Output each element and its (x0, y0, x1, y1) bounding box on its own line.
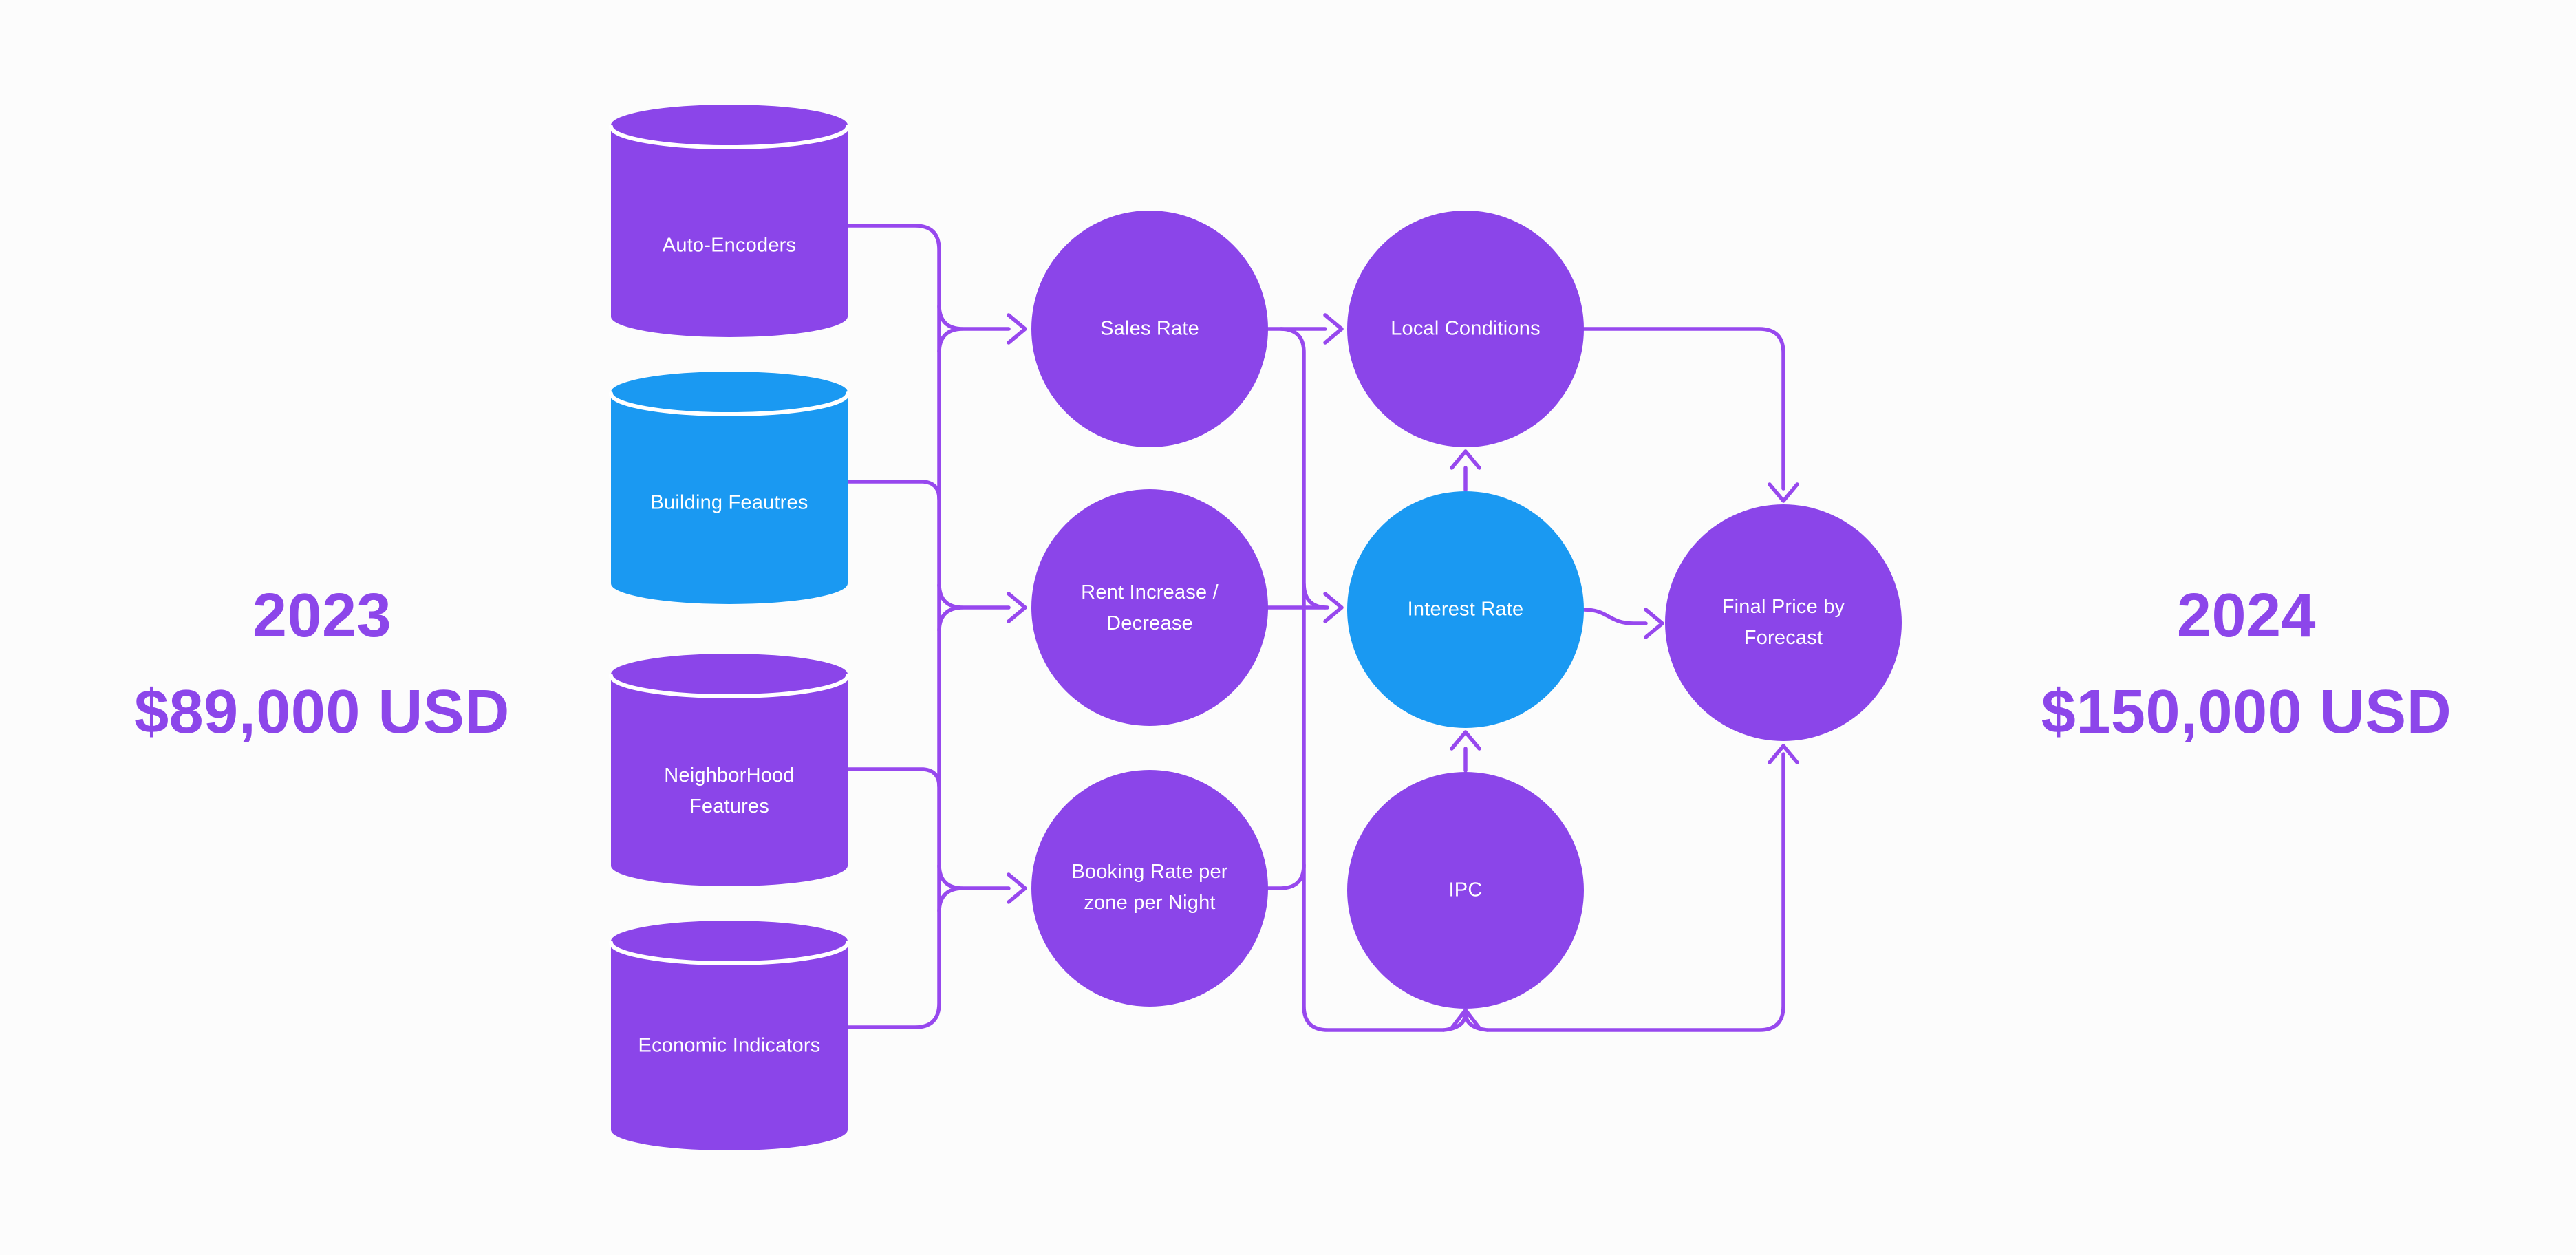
arrowhead-to-interest-rate (1323, 592, 1344, 623)
node-local-conditions (1347, 211, 1584, 447)
cylinder-seam (609, 941, 850, 965)
arrowhead-to-local-conditions (1323, 313, 1344, 345)
arrowhead-to-booking-rate (1007, 872, 1027, 904)
node-booking-rate (1031, 770, 1268, 1007)
annotation-2024-amount: $150,000 USD (2041, 678, 2452, 747)
arrowhead-ipc-to-interest (1450, 730, 1481, 751)
arrowhead-to-final-left (1644, 608, 1664, 639)
node-sales-rate (1031, 211, 1268, 447)
label-booking-rate: Booking Rate per zone per Night (1071, 861, 1228, 914)
node-interest-rate (1347, 491, 1584, 728)
label-rent-change: Rent Increase / Decrease (1081, 581, 1219, 634)
annotation-2023-amount: $89,000 USD (134, 678, 510, 747)
label-building-features: Building Feautres (650, 491, 808, 514)
label-final-price: Final Price by Forecast (1721, 596, 1845, 649)
label-economic-indicators: Economic Indicators (638, 1034, 821, 1057)
arrowhead-to-rent-change (1007, 592, 1027, 623)
label-auto-encoders: Auto-Encoders (662, 234, 797, 257)
edge-conditions (1450, 327, 1799, 773)
node-final-price (1665, 504, 1902, 741)
label-sales-rate: Sales Rate (1100, 317, 1199, 340)
arrowhead-to-final-bottom (1768, 744, 1799, 764)
annotation-2023: 2023 $89,000 USD (81, 568, 563, 761)
cylinder-seam (609, 125, 850, 149)
arrowhead-to-sales-rate (1007, 313, 1027, 345)
arrowhead-to-final-top (1768, 482, 1799, 503)
arrowhead-interest-to-local (1450, 449, 1481, 470)
cylinder-seam (609, 674, 850, 698)
database-neighborhood-features (609, 654, 850, 886)
annotation-2023-year: 2023 (252, 581, 392, 650)
node-rent-change (1031, 489, 1268, 726)
label-interest-rate: Interest Rate (1407, 598, 1524, 621)
label-local-conditions: Local Conditions (1391, 317, 1541, 340)
arrowhead-to-ipc (1450, 1008, 1481, 1030)
edge-sources-bus (846, 224, 1027, 1029)
database-economic-indicators (609, 921, 850, 1150)
label-ipc: IPC (1448, 879, 1483, 901)
database-building-features (609, 372, 850, 604)
label-neighborhood-features: NeighborHood Features (664, 764, 795, 817)
annotation-2024: 2024 $150,000 USD (2006, 568, 2487, 761)
database-auto-encoders (609, 105, 850, 337)
cylinder-seam (609, 391, 850, 416)
annotation-2024-year: 2024 (2176, 581, 2317, 650)
edge-factors-bus (1266, 313, 1799, 1032)
node-ipc (1347, 772, 1584, 1009)
